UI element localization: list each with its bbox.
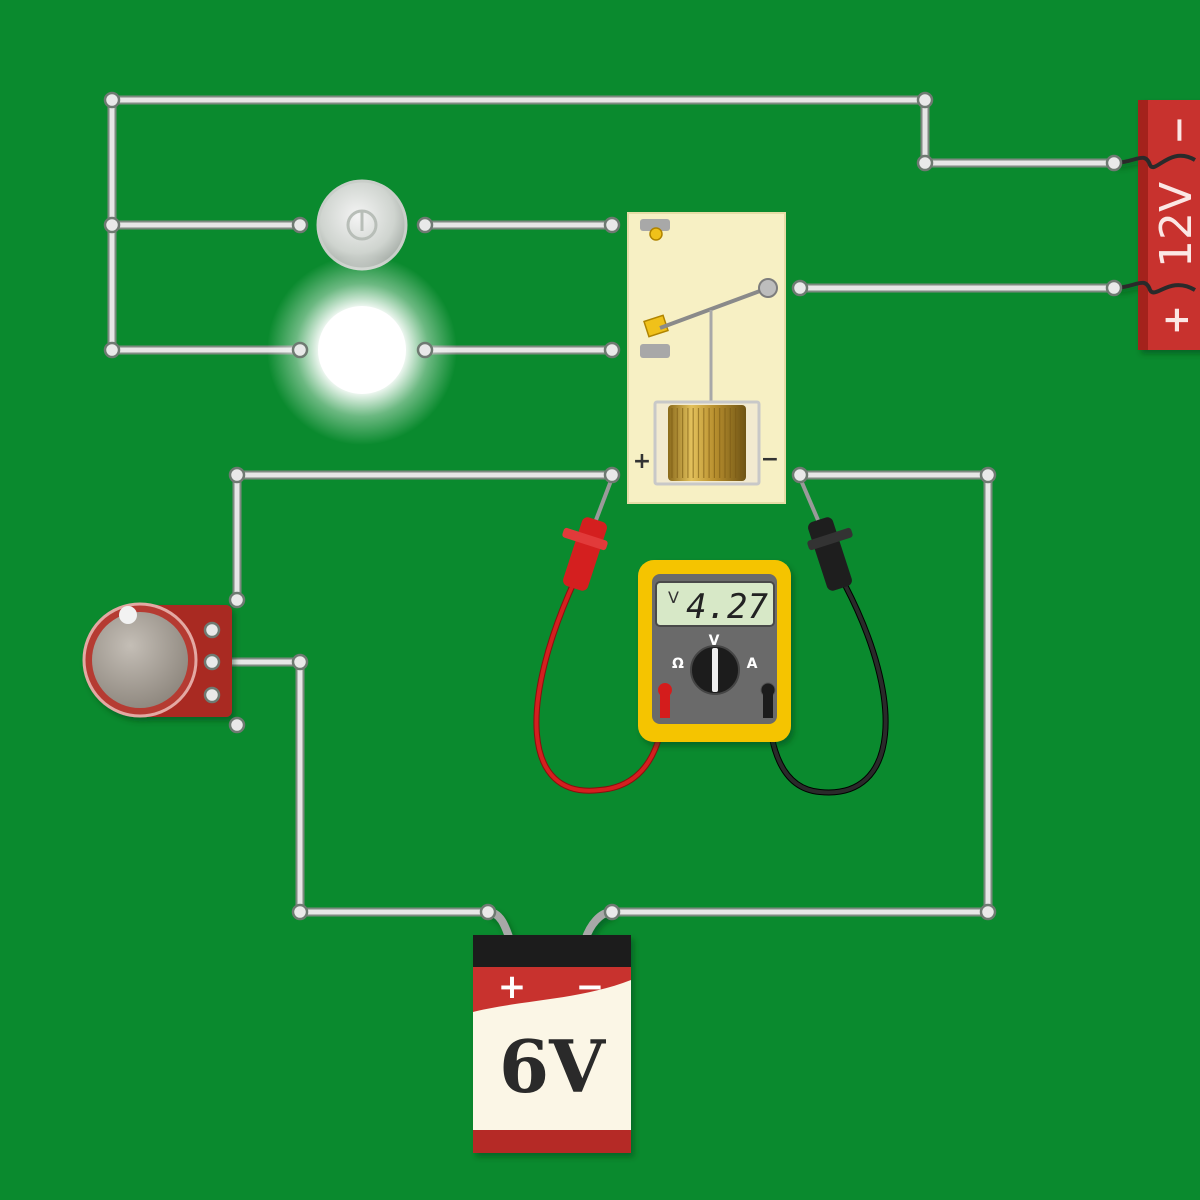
multimeter-dial-label-amp: A bbox=[747, 656, 758, 672]
connection-node[interactable] bbox=[603, 341, 621, 359]
connection-node[interactable] bbox=[291, 653, 309, 671]
connection-node[interactable] bbox=[291, 903, 309, 921]
connection-node[interactable] bbox=[979, 466, 997, 484]
black-probe-tip bbox=[798, 477, 820, 521]
battery-12v-label: 12V bbox=[1151, 182, 1200, 268]
multimeter-display bbox=[655, 581, 775, 627]
connection-node[interactable] bbox=[979, 903, 997, 921]
multimeter-unit-indicator: V bbox=[668, 588, 679, 607]
multimeter-dial-pointer bbox=[712, 648, 718, 692]
battery-12v-minus-sign: − bbox=[1159, 116, 1199, 145]
connection-node[interactable] bbox=[228, 466, 246, 484]
wire-top[interactable] bbox=[112, 95, 1114, 168]
connection-node[interactable] bbox=[1105, 154, 1123, 172]
connection-node[interactable] bbox=[603, 903, 621, 921]
battery-6v-red-band bbox=[473, 967, 631, 1012]
relay-contact-top bbox=[640, 219, 670, 231]
relay-coil-minus-label: − bbox=[761, 447, 779, 472]
multimeter-reading: 4.27 bbox=[686, 587, 768, 627]
connection-node[interactable] bbox=[103, 216, 121, 234]
multimeter-dial-label-ohm: Ω bbox=[672, 656, 684, 672]
connection-node[interactable] bbox=[203, 686, 221, 704]
potentiometer[interactable] bbox=[82, 602, 232, 718]
connection-node[interactable] bbox=[103, 91, 121, 109]
connection-node[interactable] bbox=[103, 341, 121, 359]
battery-6v-cap bbox=[473, 935, 631, 967]
battery-12v[interactable]: 12V − + bbox=[1113, 100, 1200, 350]
connection-node[interactable] bbox=[416, 341, 434, 359]
black-probe-handle bbox=[808, 517, 852, 591]
battery-12v-plus-terminal[interactable] bbox=[1113, 280, 1197, 295]
relay-coil-plus-label: + bbox=[633, 449, 651, 474]
connection-node[interactable] bbox=[416, 216, 434, 234]
lamp-2-on[interactable] bbox=[267, 255, 457, 445]
red-probe-handle bbox=[563, 517, 607, 591]
connection-node[interactable] bbox=[228, 591, 246, 609]
multimeter-black-plug bbox=[763, 690, 773, 718]
battery-12v-minus-terminal[interactable] bbox=[1113, 153, 1197, 169]
connection-nodes bbox=[103, 91, 1123, 921]
relay-armature bbox=[659, 286, 769, 330]
relay-contact-top-point bbox=[649, 227, 663, 241]
connection-node[interactable] bbox=[603, 466, 621, 484]
relay[interactable]: + − bbox=[627, 212, 786, 504]
relay-contact-bottom-point bbox=[643, 314, 669, 338]
relay-contact-bottom bbox=[640, 344, 670, 358]
wire-relay-minus-to-right[interactable] bbox=[612, 470, 993, 917]
connection-node[interactable] bbox=[791, 279, 809, 297]
battery-6v[interactable]: + − 6V bbox=[473, 908, 631, 1153]
black-probe[interactable] bbox=[798, 477, 853, 592]
battery-12v-plus-sign: + bbox=[1156, 305, 1197, 335]
red-probe-guard bbox=[562, 527, 608, 551]
connection-node[interactable] bbox=[603, 216, 621, 234]
battery-6v-bottom-band bbox=[473, 1130, 631, 1153]
connection-node[interactable] bbox=[1105, 279, 1123, 297]
relay-coil-windings bbox=[671, 408, 742, 478]
rotary-knob-icon[interactable] bbox=[92, 612, 188, 708]
relay-coil bbox=[668, 405, 746, 481]
connection-node[interactable] bbox=[291, 341, 309, 359]
connection-node[interactable] bbox=[291, 216, 309, 234]
connection-node[interactable] bbox=[916, 91, 934, 109]
battery-6v-label: 6V bbox=[499, 1024, 606, 1109]
potentiometer-indicator bbox=[119, 606, 137, 624]
battery-12v-edge bbox=[1138, 100, 1148, 350]
connection-node[interactable] bbox=[228, 716, 246, 734]
multimeter-red-plug bbox=[660, 690, 670, 718]
multimeter-dial-label-volt: V bbox=[709, 633, 720, 649]
connection-node[interactable] bbox=[479, 903, 497, 921]
wire-pot-wiper-to-6v[interactable] bbox=[212, 657, 488, 917]
connection-node[interactable] bbox=[791, 466, 809, 484]
lamp-2-bulb bbox=[318, 306, 406, 394]
battery-6v-minus-sign: − bbox=[576, 967, 605, 1007]
relay-armature-pivot bbox=[758, 278, 778, 298]
connection-node[interactable] bbox=[203, 653, 221, 671]
black-probe-guard bbox=[807, 527, 853, 551]
multimeter[interactable]: V 4.27 V Ω A bbox=[638, 560, 791, 742]
connection-node[interactable] bbox=[203, 621, 221, 639]
battery-6v-plus-sign: + bbox=[498, 967, 527, 1007]
red-probe[interactable] bbox=[562, 477, 614, 592]
connection-node[interactable] bbox=[916, 154, 934, 172]
red-probe-tip bbox=[594, 477, 614, 521]
